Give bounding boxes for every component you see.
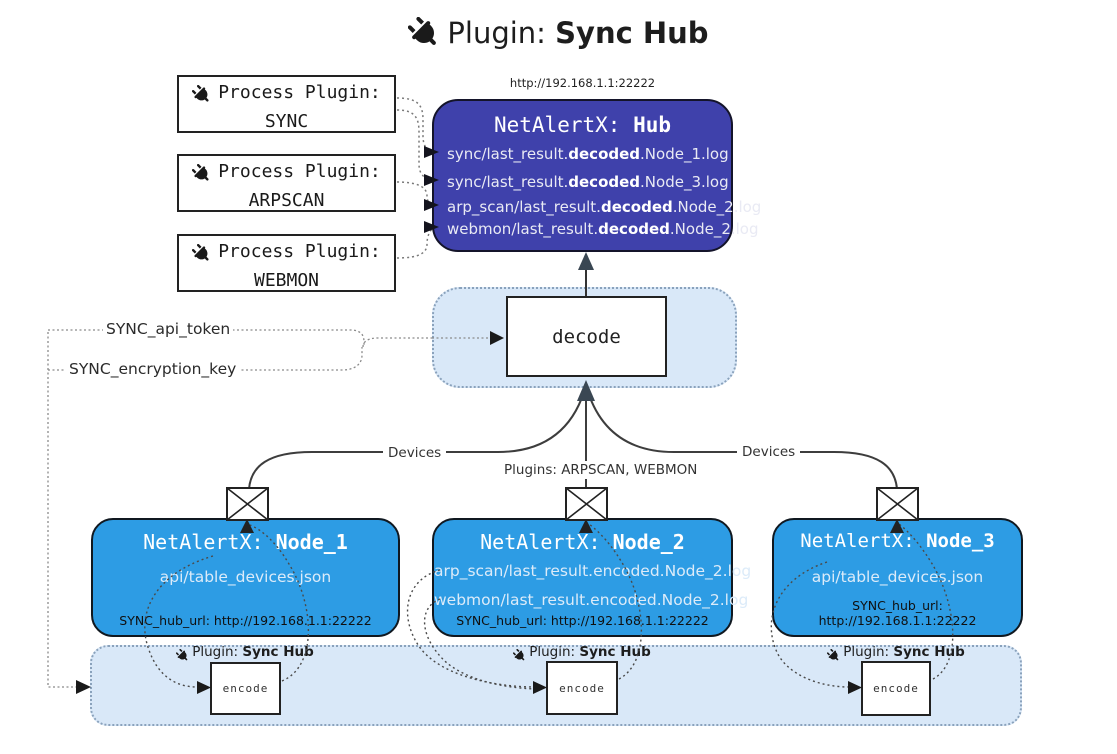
page-title-prefix: Plugin: xyxy=(447,16,556,50)
node-file: webmon/last_result.encoded.Node_2.log xyxy=(434,591,749,609)
process-plugin-label: Process Plugin: xyxy=(218,241,381,262)
process-plugin-name: ARPSCAN xyxy=(248,190,325,211)
plug-icon xyxy=(513,648,526,666)
key-label-encryption-key: SYNC_encryption_key xyxy=(66,360,240,378)
process-plugin-label: Process Plugin: xyxy=(218,161,381,182)
hub-url-label: http://192.168.1.1:22222 xyxy=(509,76,656,90)
process-plugin-box-sync: Process Plugin: SYNC xyxy=(177,75,396,133)
key-to-encode-bar-arrowhead xyxy=(76,680,91,694)
edge-label-devices-left: Devices xyxy=(383,444,447,462)
process-plugin-name: SYNC xyxy=(264,111,309,132)
node-file: api/table_devices.json xyxy=(159,568,332,586)
process-plugin-label: Process Plugin: xyxy=(218,82,381,103)
envelope-icon xyxy=(226,487,269,521)
envelope-icon xyxy=(876,487,919,521)
encode-box: encode xyxy=(546,661,618,715)
key-label-api-token: SYNC_api_token xyxy=(103,320,234,338)
node-hub-url: SYNC_hub_url: http://192.168.1.1:22222 xyxy=(119,613,372,628)
hub-log-row: webmon/last_result.decoded.Node_2.log xyxy=(447,220,759,238)
process-plugin-box-webmon: Process Plugin: WEBMON xyxy=(177,234,396,292)
plug-icon xyxy=(408,16,440,56)
plug-icon xyxy=(192,163,211,188)
page-title: Plugin: Sync Hub xyxy=(0,16,1117,56)
encode-box: encode xyxy=(861,661,931,716)
node-box-node1: NetAlertX: Node_1 api/table_devices.json… xyxy=(91,518,400,637)
plug-icon xyxy=(192,243,211,268)
node-hub-url: SYNC_hub_url: http://192.168.1.1:22222 xyxy=(456,613,709,628)
edge-label-plugins: Plugins: ARPSCAN, WEBMON xyxy=(499,461,703,479)
envelope-icons xyxy=(226,487,919,521)
envelope-icon xyxy=(565,487,608,521)
edge-label-devices-right: Devices xyxy=(737,443,801,461)
node-title: NetAlertX: Node_2 xyxy=(480,530,685,554)
node-title: NetAlertX: Node_3 xyxy=(800,530,995,552)
plug-icon xyxy=(192,84,211,109)
node-file: api/table_devices.json xyxy=(811,568,984,586)
plug-icon xyxy=(827,648,840,666)
node-box-node3: NetAlertX: Node_3 api/table_devices.json… xyxy=(772,518,1023,637)
decode-box: decode xyxy=(506,296,667,377)
node-hub-url: SYNC_hub_url: http://192.168.1.1:22222 xyxy=(818,598,977,628)
encode-box: encode xyxy=(210,662,281,715)
node-title: NetAlertX: Node_1 xyxy=(143,530,348,554)
hub-box: NetAlertX: Hub sync/last_result.decoded.… xyxy=(432,99,762,252)
hub-log-row: arp_scan/last_result.decoded.Node_2.log xyxy=(447,198,762,216)
node-box-node2: NetAlertX: Node_2 arp_scan/last_result.e… xyxy=(432,518,752,637)
hub-log-row: sync/last_result.decoded.Node_1.log xyxy=(447,145,729,163)
plug-icon xyxy=(176,648,189,666)
process-plugin-name: WEBMON xyxy=(253,270,320,291)
hub-title: NetAlertX: Hub xyxy=(493,113,671,137)
page-title-name: Sync Hub xyxy=(555,16,709,50)
hub-log-row: sync/last_result.decoded.Node_3.log xyxy=(447,173,729,191)
plugin-to-hub-connectors xyxy=(396,97,436,259)
node-file: arp_scan/last_result.encoded.Node_2.log xyxy=(434,562,752,580)
process-plugin-box-arpscan: Process Plugin: ARPSCAN xyxy=(177,154,396,212)
